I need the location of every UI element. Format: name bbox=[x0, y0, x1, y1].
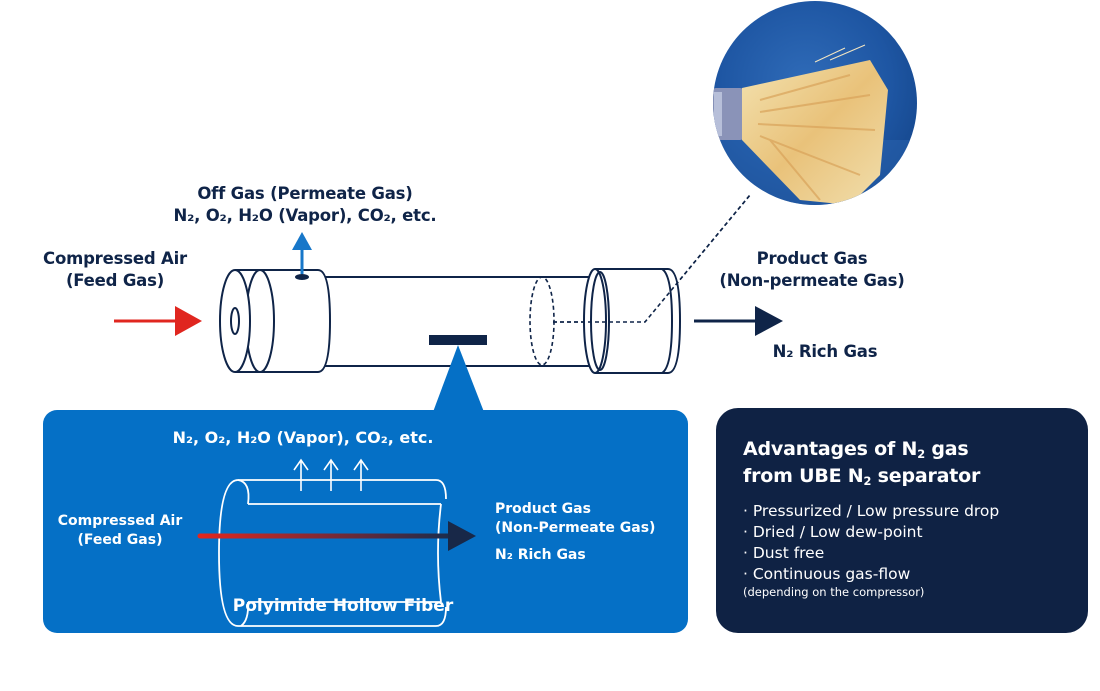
advantage-item: · Dust free bbox=[743, 544, 825, 562]
panel-feed-line2: (Feed Gas) bbox=[77, 532, 163, 548]
panel-feed-line1: Compressed Air bbox=[57, 513, 183, 529]
panel-product-line2: (Non-Permeate Gas) bbox=[495, 520, 656, 536]
advantage-item: · Continuous gas-flow bbox=[743, 565, 911, 583]
title-line2-text: from UBE N bbox=[743, 465, 864, 487]
separator-module bbox=[219, 268, 682, 374]
product-arrow-icon bbox=[694, 306, 783, 336]
off-gas-title: Off Gas (Permeate Gas) bbox=[197, 184, 413, 203]
feed-arrow-icon bbox=[114, 306, 202, 336]
callout-pointer bbox=[433, 345, 484, 412]
off-gas-components: N₂, O₂, H₂O (Vapor), CO₂, etc. bbox=[173, 206, 437, 225]
off-gas-port bbox=[295, 274, 309, 280]
title-line1-text: Advantages of N bbox=[743, 438, 918, 460]
panel-product-label: Product Gas (Non-Permeate Gas) N₂ Rich G… bbox=[495, 500, 685, 565]
panel-components-label: N₂, O₂, H₂O (Vapor), CO₂, etc. bbox=[172, 428, 434, 447]
panel-n2-rich-label: N₂ Rich Gas bbox=[495, 547, 586, 563]
n2-rich-gas-label: N₂ Rich Gas bbox=[772, 342, 878, 361]
feed-line1: Compressed Air bbox=[43, 249, 187, 268]
off-gas-label: Off Gas (Permeate Gas) N₂, O₂, H₂O (Vapo… bbox=[160, 183, 450, 227]
product-line2: (Non-permeate Gas) bbox=[719, 271, 905, 290]
hollow-fiber-photo bbox=[713, 1, 917, 205]
product-line1: Product Gas bbox=[756, 249, 868, 268]
advantage-item: · Pressurized / Low pressure drop bbox=[743, 502, 1000, 520]
advantages-title: Advantages of N2 gas from UBE N2 separat… bbox=[743, 436, 980, 490]
feed-flow-arrow-icon bbox=[197, 521, 476, 551]
panel-feed-label: Compressed Air (Feed Gas) bbox=[55, 512, 185, 550]
permeate-up-arrows-icon bbox=[293, 458, 369, 491]
advantages-list: · Pressurized / Low pressure drop · Drie… bbox=[743, 501, 999, 585]
feed-gas-label: Compressed Air (Feed Gas) bbox=[20, 248, 210, 292]
panel-product-line1: Product Gas bbox=[495, 501, 591, 517]
advantages-box: Advantages of N2 gas from UBE N2 separat… bbox=[716, 408, 1088, 633]
hollow-fiber-detail-panel: N₂, O₂, H₂O (Vapor), CO₂, etc. Compresse… bbox=[43, 410, 688, 633]
feed-line2: (Feed Gas) bbox=[65, 271, 165, 290]
hollow-fiber-tube bbox=[218, 479, 447, 627]
panel-caption: Polyimide Hollow Fiber bbox=[232, 596, 454, 616]
advantage-item: · Dried / Low dew-point bbox=[743, 523, 923, 541]
advantages-note: (depending on the compressor) bbox=[743, 585, 925, 599]
title-line2-sub: 2 bbox=[863, 473, 872, 488]
hollow-fiber-illustration bbox=[197, 458, 476, 627]
title-line1-sub: 2 bbox=[917, 446, 925, 461]
off-gas-arrow-icon bbox=[292, 232, 312, 274]
product-gas-label: Product Gas (Non-permeate Gas) bbox=[702, 248, 922, 292]
title-line2-tail: separator bbox=[871, 465, 981, 487]
callout-marker bbox=[429, 335, 487, 345]
title-line1-tail: gas bbox=[924, 438, 969, 460]
